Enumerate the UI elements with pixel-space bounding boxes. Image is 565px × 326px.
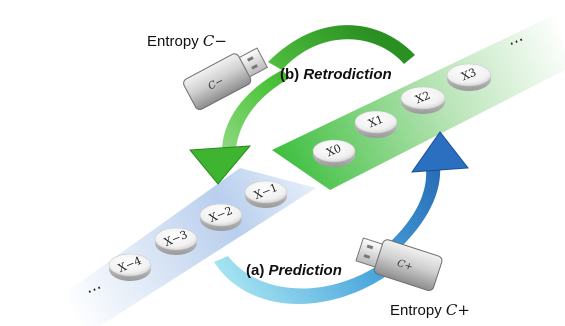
ellipsis-left: ···: [84, 278, 105, 301]
stone-x1: [354, 110, 398, 138]
stone-x-minus-4: [108, 253, 152, 281]
entropy-c-plus-prefix: Entropy: [390, 302, 442, 319]
usb-label-c-plus: C+: [396, 258, 415, 273]
usb-stick-c-minus: C−: [183, 47, 269, 111]
retrodiction-word: Retrodiction: [303, 66, 392, 83]
usb-stick-c-plus: C+: [355, 237, 443, 292]
retrodiction-tag: (b): [280, 66, 300, 83]
prediction-tag: (a): [246, 262, 265, 279]
retrodiction-arrow: [188, 25, 415, 185]
entropy-c-plus-symbol: C+: [445, 301, 470, 319]
prediction-label: (a) Prediction: [246, 262, 342, 279]
stone-x-minus-3: [154, 227, 198, 255]
stone-x2: [400, 86, 446, 114]
stone-label-x3: X3: [459, 66, 478, 84]
ellipsis-right: ···: [506, 30, 527, 53]
entropy-c-minus-label: Entropy C−: [147, 32, 227, 50]
stone-x-minus-2: [199, 203, 243, 231]
prediction-arrow: [214, 131, 469, 304]
prediction-word: Prediction: [268, 262, 342, 279]
stone-label-x0: X0: [324, 142, 343, 160]
stone-x-minus-1: [244, 180, 288, 208]
retrodiction-label: (b) Retrodiction: [280, 66, 392, 83]
entropy-c-plus-label: Entropy C+: [390, 301, 470, 319]
entropy-c-minus-prefix: Entropy: [147, 33, 199, 50]
stone-label-x1: X1: [366, 113, 385, 131]
stone-label-x2: X2: [413, 89, 432, 107]
entropy-c-minus-symbol: C−: [202, 32, 227, 50]
stone-x0: [312, 139, 356, 167]
stone-x3: [446, 63, 492, 91]
